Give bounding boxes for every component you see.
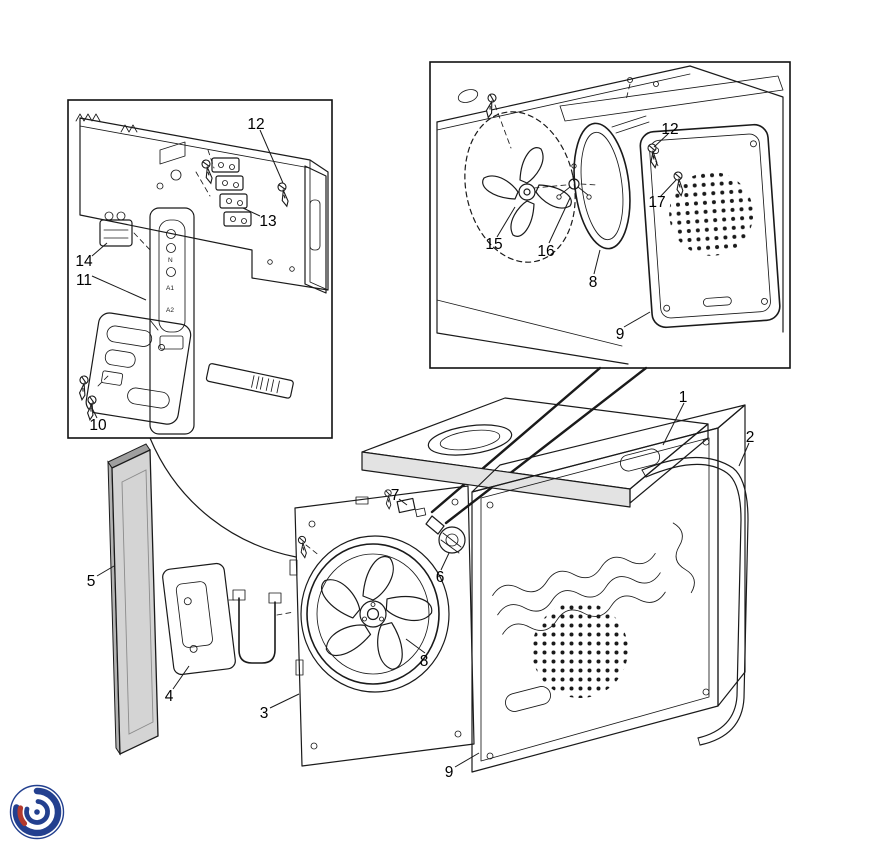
callout-labels: 12 13 14 11 10 12 17 15 16 8 9 1 2 5 7 6… [75,116,754,781]
front-panel [289,485,475,767]
terminal-marking-a1: A1 [166,285,174,292]
terminal-block [195,149,252,227]
callout-leader-lines [88,129,750,768]
callout-16: 16 [537,243,554,260]
oven-cavity [471,404,746,773]
callout-8-main: 8 [420,653,429,670]
perforation-grid [669,171,754,256]
embossed-slot [619,448,661,472]
callout-1: 1 [679,389,688,406]
fan-assembly [306,543,440,685]
door-seal [641,456,749,746]
callout-13: 13 [259,213,276,230]
callout-11: 11 [76,272,92,289]
fan-gasket-outline [464,111,576,263]
hatch-mark [75,113,101,122]
callout-2: 2 [746,429,755,446]
callout-12-left: 12 [247,116,264,133]
callout-4: 4 [165,688,174,705]
terminal-marking-a2: A2 [166,307,174,314]
inset-control-panel: N A1 A2 [67,99,333,439]
top-panel [361,397,709,508]
callout-3: 3 [260,705,269,722]
inset-callout-wedge [430,366,648,525]
lamp-bracket [377,488,427,518]
screw-guide-line [305,544,321,557]
callout-12-right: 12 [661,121,678,138]
callout-14: 14 [75,253,93,270]
callout-9-main: 9 [445,764,454,781]
circular-heating-element [573,115,650,250]
callout-15: 15 [485,236,502,253]
inset-callout-curve [149,437,297,558]
callout-10: 10 [89,417,107,434]
perforation-grid [532,602,628,698]
fan-blade [482,147,572,237]
cabinet-outline [436,65,784,365]
main-assembly [107,397,749,773]
vent-hole [427,424,513,456]
screw-guide-line [494,104,512,149]
callout-9-inset: 9 [616,326,625,343]
brand-swirl-logo [9,784,65,840]
fascia-plate [85,312,192,425]
callout-8-inset: 8 [589,274,598,291]
screw-guide-line [97,375,109,387]
callout-7: 7 [391,487,400,504]
grill-frame-bracket [162,562,295,676]
thermostat-component [99,211,153,253]
rating-label-strip [205,363,294,399]
door-glass [107,443,159,756]
oven-lamp [425,515,466,554]
screw-icon [291,534,316,559]
end-bracket [304,165,327,294]
top-panel-edge [362,452,630,507]
callout-6: 6 [436,569,445,586]
terminal-marking-n: N [168,257,173,264]
rear-panel [639,123,781,329]
callout-17: 17 [648,194,665,211]
inset-fan-detail [429,61,791,369]
control-panel-rear-plate [79,117,329,291]
embossed-slot [505,686,551,712]
screw-guide-line [651,152,660,169]
mounting-bracket: N A1 A2 [149,207,195,435]
callout-5: 5 [87,573,96,590]
